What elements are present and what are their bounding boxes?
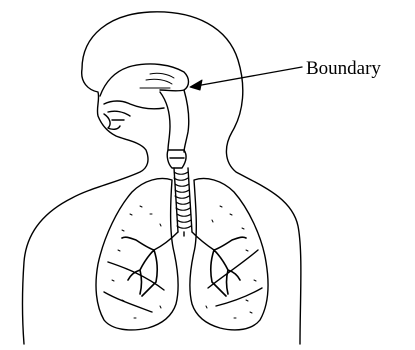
nasal-cavity <box>100 64 189 116</box>
mouth <box>104 114 124 129</box>
callout-arrow-line <box>196 67 302 86</box>
callout-label-boundary: Boundary <box>306 59 381 78</box>
lung-right-fissure <box>208 250 262 306</box>
bronchi <box>154 232 214 250</box>
larynx <box>167 150 186 168</box>
nasal-turbinates <box>140 73 174 88</box>
lung-right <box>190 179 268 330</box>
lung-left-fissure <box>104 262 164 312</box>
bronchial-tree-right <box>211 237 246 296</box>
pharynx <box>160 90 189 152</box>
bronchial-tree-left <box>122 237 157 296</box>
callout-arrowhead <box>190 80 202 90</box>
